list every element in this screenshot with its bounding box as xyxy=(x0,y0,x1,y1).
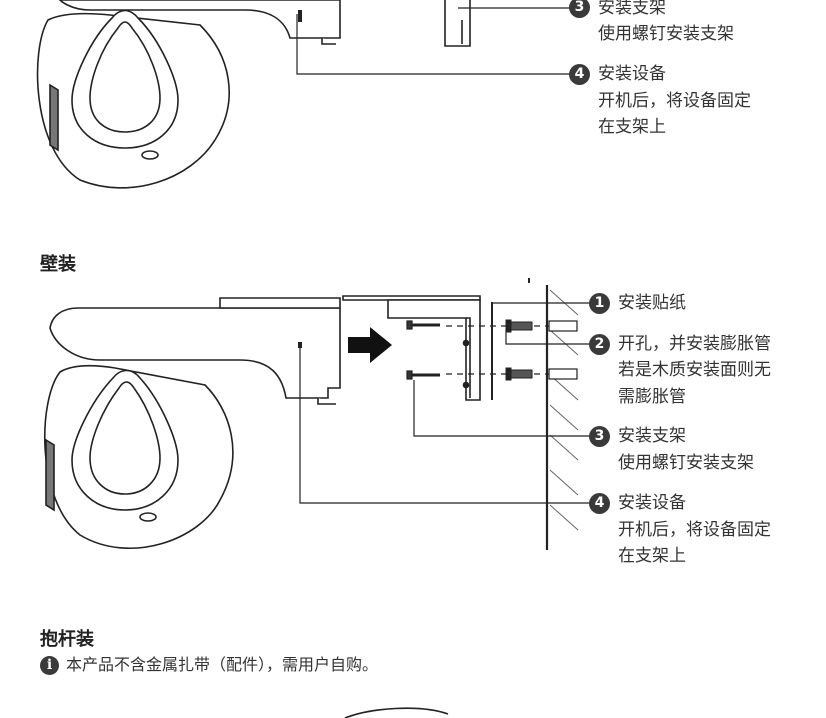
top-camera-illustration xyxy=(36,0,341,189)
direction-arrow-icon xyxy=(348,327,392,363)
expansion-anchors xyxy=(505,319,533,381)
bracket-screws xyxy=(406,320,440,380)
step-number-badge: 4 xyxy=(589,493,610,514)
step-description: 需膨胀管 xyxy=(618,387,686,407)
step-title: 开孔，并安装膨胀管 xyxy=(618,334,771,354)
step-description: 在支架上 xyxy=(598,117,666,137)
top-leader-lines xyxy=(296,7,570,75)
step-number-badge: 3 xyxy=(569,0,590,18)
step-description: 若是木质安装面则无 xyxy=(618,360,771,380)
wall-leader-lines xyxy=(299,302,590,504)
info-icon: i xyxy=(40,656,59,675)
section-heading-wall: 壁装 xyxy=(40,254,76,275)
wall-bracket-illustration xyxy=(342,295,481,401)
step-description: 开机后，将设备固定 xyxy=(618,520,771,540)
step-title: 安装贴纸 xyxy=(618,293,686,313)
wall-camera-illustration xyxy=(43,297,341,549)
step-description: 使用螺钉安装支架 xyxy=(598,24,734,44)
step-number-badge: 4 xyxy=(569,64,590,85)
step-title: 安装支架 xyxy=(618,426,686,446)
pole-note: 本产品不含金属扎带（配件），需用户自购。 xyxy=(66,655,379,674)
step-description: 在支架上 xyxy=(618,546,686,566)
step-description: 开机后，将设备固定 xyxy=(598,91,751,111)
step-title: 安装设备 xyxy=(598,64,666,84)
step-title: 安装设备 xyxy=(618,493,686,513)
top-bracket-illustration xyxy=(444,0,471,47)
step-title: 安装支架 xyxy=(598,0,666,18)
step-number-badge: 2 xyxy=(589,334,610,355)
step-description: 使用螺钉安装支架 xyxy=(618,453,754,473)
step-number-badge: 3 xyxy=(589,426,610,447)
step-number-badge: 1 xyxy=(589,293,610,314)
section-heading-pole: 抱杆装 xyxy=(40,629,94,650)
